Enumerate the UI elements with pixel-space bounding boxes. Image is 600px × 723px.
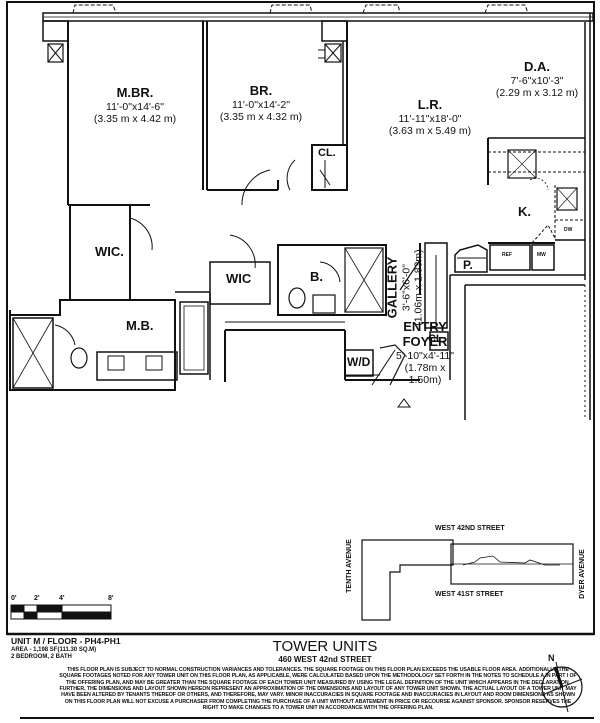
unit-info: UNIT M / FLOOR - PH4-PH1 AREA - 1,198 SF… [11,636,121,661]
room-label-mb: M.B. [126,318,154,333]
vanity-b [312,294,336,314]
room-label-da: D.A. 7'-6"x10'-3" (2.29 m x 3.12 m) [495,59,579,99]
shower-b [344,247,384,313]
toilet-mb [70,347,88,369]
room-label-cl1: CL. [318,147,336,159]
scale-tick-2: 2' [34,595,40,602]
range-icon [507,149,537,179]
room-label-foyer: ENTRY FOYER 5'-10"x4'-11" (1.78m x 1.50m… [396,319,454,386]
sink-icon [556,187,578,211]
room-label-p: P. [463,258,473,272]
bathtub [179,301,209,375]
refrigerator [489,244,531,271]
scale-tick-0: 0' [11,595,17,602]
compass-icon [541,661,583,713]
entry-marker [397,398,411,408]
unit-rooms: 2 BEDROOM, 2 BATH [11,653,72,660]
window-bay [484,4,529,14]
key-plan-east-avenue: DYER AVENUE [578,549,586,599]
room-label-wd: W/D [347,355,371,369]
ref-label: REF [502,252,512,258]
title-block: TOWER UNITS 460 WEST 42nd STREET [200,638,450,664]
microwave [531,244,555,271]
key-plan-west-avenue: TENTH AVENUE [345,539,353,593]
room-label-wic1: WIC. [95,244,124,259]
compass-north-label: N [548,653,555,663]
shower-mb [12,317,54,389]
key-plan-north-street: WEST 42ND STREET [435,525,505,532]
window-bay [72,4,117,14]
scale-tick-8: 8' [108,595,114,602]
window-bay [269,4,313,14]
room-label-br: BR. 11'-0"x14'-2" (3.35 m x 4.32 m) [219,83,303,123]
room-label-k: K. [518,204,531,219]
room-label-lr: L.R. 11'-11"x18'-0" (3.63 m x 5.49 m) [388,97,472,137]
toilet-b [288,287,306,309]
disclaimer: THIS FLOOR PLAN IS SUBJECT TO NORMAL CON… [59,667,577,712]
room-label-wic2: WIC [226,271,252,286]
title-main: TOWER UNITS [272,638,378,655]
dw-label: DW [564,227,573,233]
unit-floor: UNIT M / FLOOR - PH4-PH1 [11,636,121,646]
scale-tick-4: 4' [59,595,65,602]
room-label-b: B. [310,269,323,284]
title-address: 460 WEST 42nd STREET [278,655,372,665]
window-bay [362,4,401,14]
key-plan-south-street: WEST 41ST STREET [435,591,504,598]
key-plan [361,539,574,621]
scale-bar [10,604,112,620]
room-label-mbr: M.BR. 11'-0"x14'-6" (3.35 m x 4.42 m) [93,85,177,125]
unit-area: AREA - 1,198 SF(111.30 SQ.M) [11,646,97,653]
double-vanity [96,351,178,381]
mw-label: MW [537,252,546,258]
room-label-cl2: CL. [428,333,446,345]
washer-dryer [344,349,374,377]
